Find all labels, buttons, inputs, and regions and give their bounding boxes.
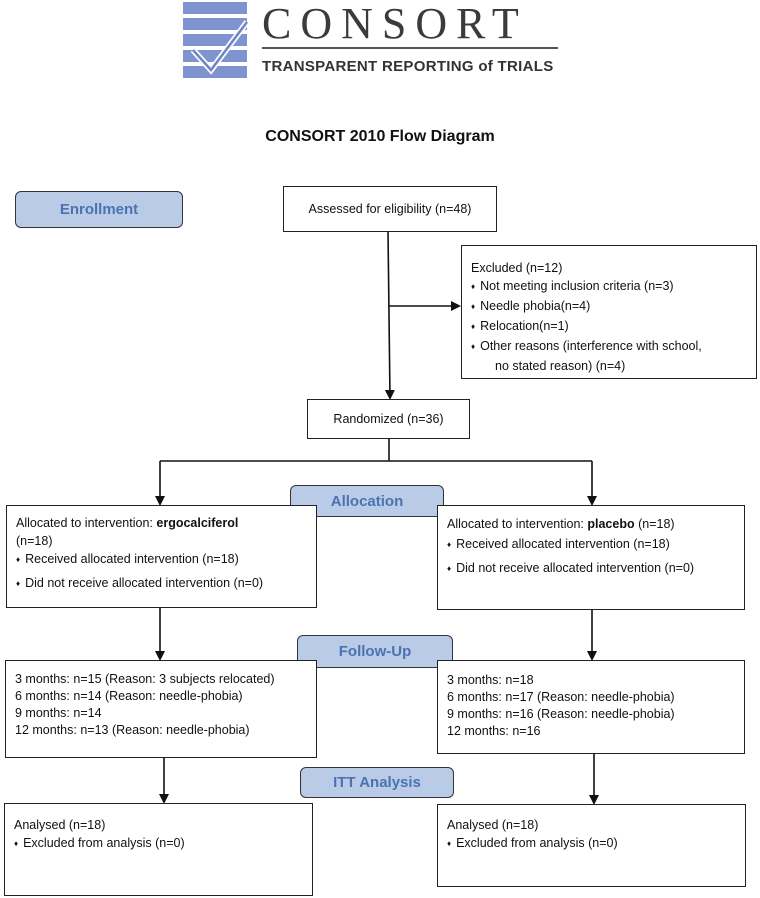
- allocation-right-heading: Allocated to intervention: placebo (n=18…: [447, 515, 735, 533]
- phase-enrollment: Enrollment: [15, 191, 183, 228]
- analysis-right-excluded: Excluded from analysis (n=0): [447, 834, 736, 854]
- allocation-left-count: (n=18): [16, 534, 53, 548]
- logo-divider: [262, 47, 558, 49]
- allocation-left-not-received: Did not receive allocated intervention (…: [16, 574, 307, 594]
- excluded-item: Other reasons (interference with school,: [471, 337, 747, 357]
- analysis-right-analysed: Analysed (n=18): [447, 818, 539, 832]
- followup-right-box: 3 months: n=18 6 months: n=17 (Reason: n…: [437, 660, 745, 754]
- assessed-text: Assessed for eligibility (n=48): [308, 202, 472, 216]
- allocation-left-drug: ergocalciferol: [156, 516, 239, 530]
- phase-follow-up: Follow-Up: [297, 635, 453, 668]
- allocation-left-heading: Allocated to intervention: ergocalcifero…: [16, 514, 307, 532]
- connector-assessed-randomized: [384, 230, 395, 400]
- allocation-right-prefix: Allocated to intervention:: [447, 517, 588, 531]
- followup-right-line: 9 months: n=16 (Reason: needle-phobia): [447, 707, 675, 721]
- followup-right-line: 12 months: n=16: [447, 724, 541, 738]
- assessed-box: Assessed for eligibility (n=48): [283, 186, 497, 232]
- analysis-left-box: Analysed (n=18) Excluded from analysis (…: [4, 803, 313, 896]
- excluded-box: Excluded (n=12) Not meeting inclusion cr…: [461, 245, 757, 379]
- followup-right-line: 6 months: n=17 (Reason: needle-phobia): [447, 690, 675, 704]
- followup-left-box: 3 months: n=15 (Reason: 3 subjects reloc…: [5, 660, 317, 758]
- followup-left-line: 6 months: n=14 (Reason: needle-phobia): [15, 689, 243, 703]
- analysis-right-box: Analysed (n=18) Excluded from analysis (…: [437, 804, 746, 887]
- allocation-left-received: Received allocated intervention (n=18): [16, 550, 307, 570]
- allocation-left-prefix: Allocated to intervention:: [16, 516, 157, 530]
- analysis-left-analysed: Analysed (n=18): [14, 818, 106, 832]
- allocation-left-box: Allocated to intervention: ergocalcifero…: [6, 505, 317, 608]
- followup-left-line: 3 months: n=15 (Reason: 3 subjects reloc…: [15, 672, 275, 686]
- randomized-text: Randomized (n=36): [333, 412, 444, 426]
- analysis-left-excluded: Excluded from analysis (n=0): [14, 834, 303, 854]
- followup-left-line: 12 months: n=13 (Reason: needle-phobia): [15, 723, 250, 737]
- allocation-right-received: Received allocated intervention (n=18): [447, 535, 735, 555]
- allocation-right-count: (n=18): [634, 517, 675, 531]
- excluded-item: Needle phobia(n=4): [471, 297, 747, 317]
- excluded-item: Relocation(n=1): [471, 317, 747, 337]
- randomized-box: Randomized (n=36): [307, 399, 470, 439]
- excluded-item-continuation: no stated reason) (n=4): [495, 359, 626, 373]
- logo-wordmark: CONSORT: [262, 0, 528, 48]
- allocation-right-not-received: Did not receive allocated intervention (…: [447, 559, 735, 579]
- followup-left-line: 9 months: n=14: [15, 706, 102, 720]
- followup-right-line: 3 months: n=18: [447, 673, 534, 687]
- excluded-heading: Excluded (n=12): [471, 261, 563, 275]
- allocation-right-box: Allocated to intervention: placebo (n=18…: [437, 505, 745, 610]
- excluded-item: Not meeting inclusion criteria (n=3): [471, 277, 747, 297]
- logo-tagline: TRANSPARENT REPORTING of TRIALS: [262, 58, 554, 75]
- diagram-title: CONSORT 2010 Flow Diagram: [265, 128, 495, 145]
- consort-logo-mark: [183, 2, 250, 78]
- allocation-right-drug: placebo: [587, 517, 635, 531]
- phase-itt-analysis: ITT Analysis: [300, 767, 454, 798]
